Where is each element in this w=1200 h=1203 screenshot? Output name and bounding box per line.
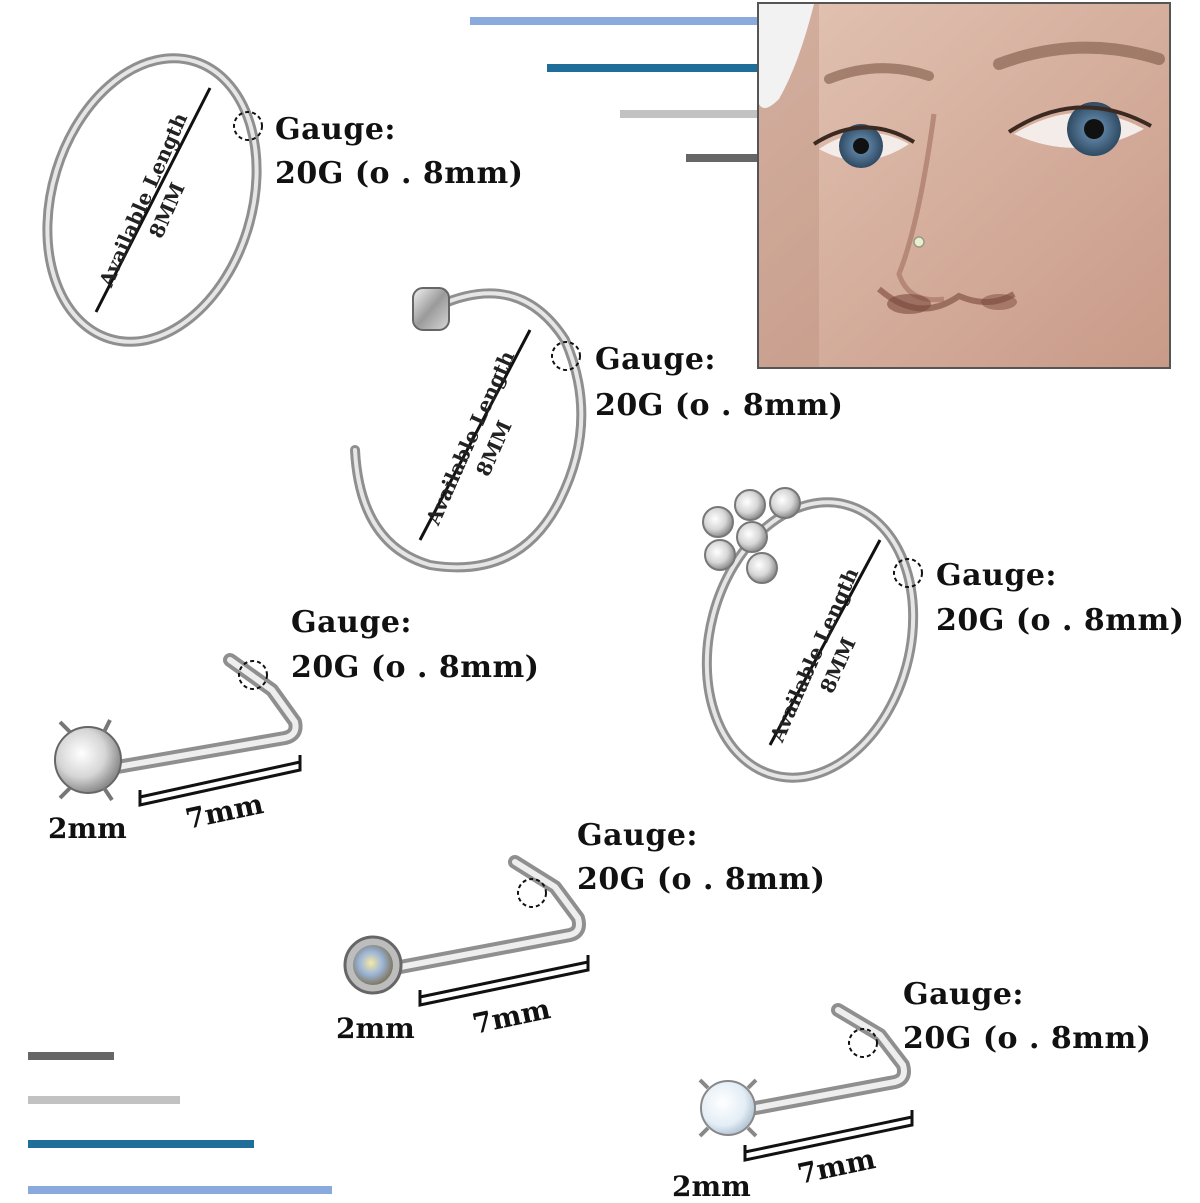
gauge-value-6: 20G (o . 8mm) — [903, 1021, 1152, 1056]
model-nose-piercing-photo — [757, 2, 1171, 369]
gauge-value-2: 20G (o . 8mm) — [595, 388, 844, 423]
gauge-label-2: Gauge: — [595, 342, 717, 377]
deco-bar-top-1 — [470, 17, 760, 25]
opal-stud-icon — [698, 1003, 914, 1162]
gauge-value-4: 20G (o . 8mm) — [291, 650, 540, 685]
gauge-value-3: 20G (o . 8mm) — [936, 603, 1185, 638]
deco-bar-bottom-4 — [28, 1186, 332, 1194]
ab-stud-icon — [343, 855, 590, 1007]
deco-bar-bottom-1 — [28, 1052, 114, 1060]
open-hoop-icon — [350, 287, 587, 573]
flower-hoop-icon — [701, 487, 923, 783]
deco-bar-top-3 — [620, 110, 760, 118]
deco-bar-top-2 — [547, 64, 760, 72]
gauge-value-1: 20G (o . 8mm) — [275, 156, 524, 191]
deco-bar-bottom-3 — [28, 1140, 254, 1148]
gauge-label-6: Gauge: — [903, 977, 1025, 1012]
stone-size-6: 2mm — [672, 1170, 751, 1203]
flower-crystal-cluster — [702, 487, 801, 584]
gauge-value-5: 20G (o . 8mm) — [577, 862, 826, 897]
gauge-label-3: Gauge: — [936, 558, 1058, 593]
gauge-label-1: Gauge: — [275, 112, 397, 147]
deco-bar-top-4 — [686, 154, 760, 162]
stone-size-4: 2mm — [48, 812, 127, 845]
stone-size-5: 2mm — [336, 1012, 415, 1045]
deco-bar-bottom-2 — [28, 1096, 180, 1104]
crystal-stud-icon — [54, 653, 303, 807]
gauge-label-4: Gauge: — [291, 605, 413, 640]
gauge-label-5: Gauge: — [577, 818, 699, 853]
hoop-ring-icon — [42, 53, 263, 347]
